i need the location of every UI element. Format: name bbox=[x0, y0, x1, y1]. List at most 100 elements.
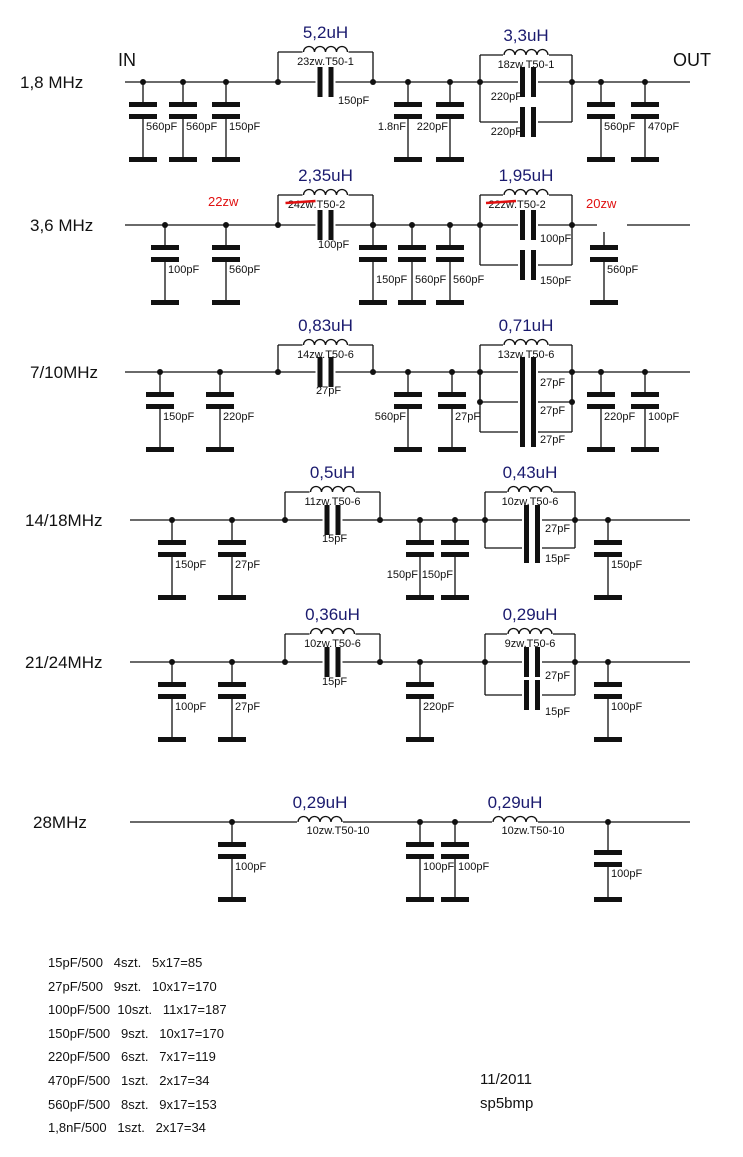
capacitor-plate bbox=[594, 552, 622, 557]
capacitor-plate bbox=[394, 114, 422, 119]
capacitor-plate bbox=[531, 250, 536, 280]
ground-bar bbox=[587, 157, 615, 162]
capacitor-value: 150pF bbox=[163, 411, 194, 423]
capacitor-plate bbox=[594, 682, 622, 687]
parts-list-item: 560pF/500 8szt. 9x17=153 bbox=[48, 1096, 217, 1112]
capacitor-plate bbox=[587, 102, 615, 107]
winding-spec: 10zw.T50-6 bbox=[304, 638, 361, 650]
capacitor-plate bbox=[520, 387, 525, 417]
capacitor-value: 27pF bbox=[455, 411, 480, 423]
capacitor-plate bbox=[531, 107, 536, 137]
shunt-capacitor: 100pF bbox=[594, 819, 642, 902]
inductance-value: 0,29uH bbox=[503, 605, 558, 624]
capacitor-plate bbox=[324, 505, 330, 535]
capacitor-plate bbox=[158, 694, 186, 699]
capacitor-value: 150pF bbox=[229, 121, 260, 133]
ground-bar bbox=[406, 737, 434, 742]
shunt-capacitor: 150pF bbox=[359, 222, 407, 305]
shunt-capacitor: 150pF bbox=[212, 79, 260, 162]
capacitor-plate bbox=[594, 540, 622, 545]
capacitor-plate bbox=[441, 540, 469, 545]
capacitor-value: 100pF bbox=[318, 239, 349, 251]
capacitor-value: 15pF bbox=[322, 533, 347, 545]
junction-dot bbox=[377, 517, 383, 523]
output-label: OUT bbox=[673, 50, 711, 70]
capacitor-plate bbox=[317, 210, 323, 240]
capacitor-value: 27pF bbox=[235, 559, 260, 571]
capacitor-value: 100pF bbox=[423, 861, 454, 873]
capacitor-plate bbox=[520, 357, 525, 387]
capacitor-plate bbox=[524, 680, 529, 710]
capacitor-plate bbox=[146, 392, 174, 397]
capacitor-value: 470pF bbox=[648, 121, 679, 133]
capacitor-value: 150pF bbox=[422, 569, 453, 581]
shunt-capacitor: 27pF bbox=[218, 659, 260, 742]
shunt-capacitor: 150pF bbox=[422, 517, 469, 600]
capacitor-plate bbox=[590, 257, 618, 262]
capacitor-value: 100pF bbox=[540, 233, 571, 245]
junction-dot bbox=[370, 369, 376, 375]
inductor-coil bbox=[503, 188, 549, 196]
capacitor-value: 220pF bbox=[417, 121, 448, 133]
capacitor-plate bbox=[394, 392, 422, 397]
capacitor-plate bbox=[328, 67, 334, 97]
inductance-value: 0,43uH bbox=[503, 463, 558, 482]
capacitor-value: 560pF bbox=[375, 411, 406, 423]
capacitor-plate bbox=[631, 392, 659, 397]
parts-list-item: 100pF/500 10szt. 11x17=187 bbox=[48, 1002, 227, 1018]
ground-bar bbox=[218, 595, 246, 600]
cap-gap bbox=[522, 519, 542, 522]
inductance-value: 1,95uH bbox=[499, 166, 554, 185]
ground-bar bbox=[398, 300, 426, 305]
inductor-coil bbox=[503, 48, 549, 56]
capacitor-plate bbox=[317, 67, 323, 97]
inductor-coil bbox=[302, 188, 349, 196]
capacitor-value: 220pF bbox=[491, 91, 522, 103]
parts-list-item: 1,8nF/500 1szt. 2x17=34 bbox=[48, 1120, 206, 1136]
capacitor-plate bbox=[359, 245, 387, 250]
strike-through bbox=[285, 199, 316, 205]
capacitor-plate bbox=[335, 505, 341, 535]
cap-gap bbox=[315, 81, 336, 84]
junction-dot bbox=[282, 659, 288, 665]
capacitor-value: 150pF bbox=[611, 559, 642, 571]
capacitor-plate bbox=[406, 682, 434, 687]
ground-bar bbox=[594, 737, 622, 742]
capacitor-plate bbox=[438, 392, 466, 397]
capacitor-plate bbox=[394, 404, 422, 409]
band-label: 21/24MHz bbox=[25, 653, 102, 672]
capacitor-plate bbox=[531, 357, 536, 387]
capacitor-value: 100pF bbox=[235, 861, 266, 873]
correction-note: 20zw bbox=[586, 196, 617, 211]
capacitor-plate bbox=[218, 842, 246, 847]
cap-gap bbox=[518, 264, 538, 267]
inductor-coil bbox=[507, 485, 553, 493]
capacitor-plate bbox=[335, 647, 341, 677]
capacitor-value: 15pF bbox=[545, 553, 570, 565]
shunt-capacitor: 150pF bbox=[146, 369, 194, 452]
ground-bar bbox=[359, 300, 387, 305]
cap-gap bbox=[322, 519, 343, 522]
ground-bar bbox=[218, 737, 246, 742]
capacitor-plate bbox=[436, 102, 464, 107]
inductance-value: 0,5uH bbox=[310, 463, 355, 482]
winding-spec: 11zw.T50-6 bbox=[304, 496, 360, 508]
capacitor-plate bbox=[587, 404, 615, 409]
shunt-capacitor: 220pF bbox=[206, 369, 254, 452]
capacitor-plate bbox=[631, 102, 659, 107]
parts-list-item: 150pF/500 9szt. 10x17=170 bbox=[48, 1025, 224, 1041]
shunt-capacitor: 220pF bbox=[417, 79, 464, 162]
capacitor-plate bbox=[531, 67, 536, 97]
ground-bar bbox=[590, 300, 618, 305]
parts-list-item: 15pF/500 4szt. 5x17=85 bbox=[48, 955, 203, 970]
capacitor-value: 150pF bbox=[387, 569, 418, 581]
capacitor-plate bbox=[212, 257, 240, 262]
capacitor-value: 560pF bbox=[146, 121, 177, 133]
